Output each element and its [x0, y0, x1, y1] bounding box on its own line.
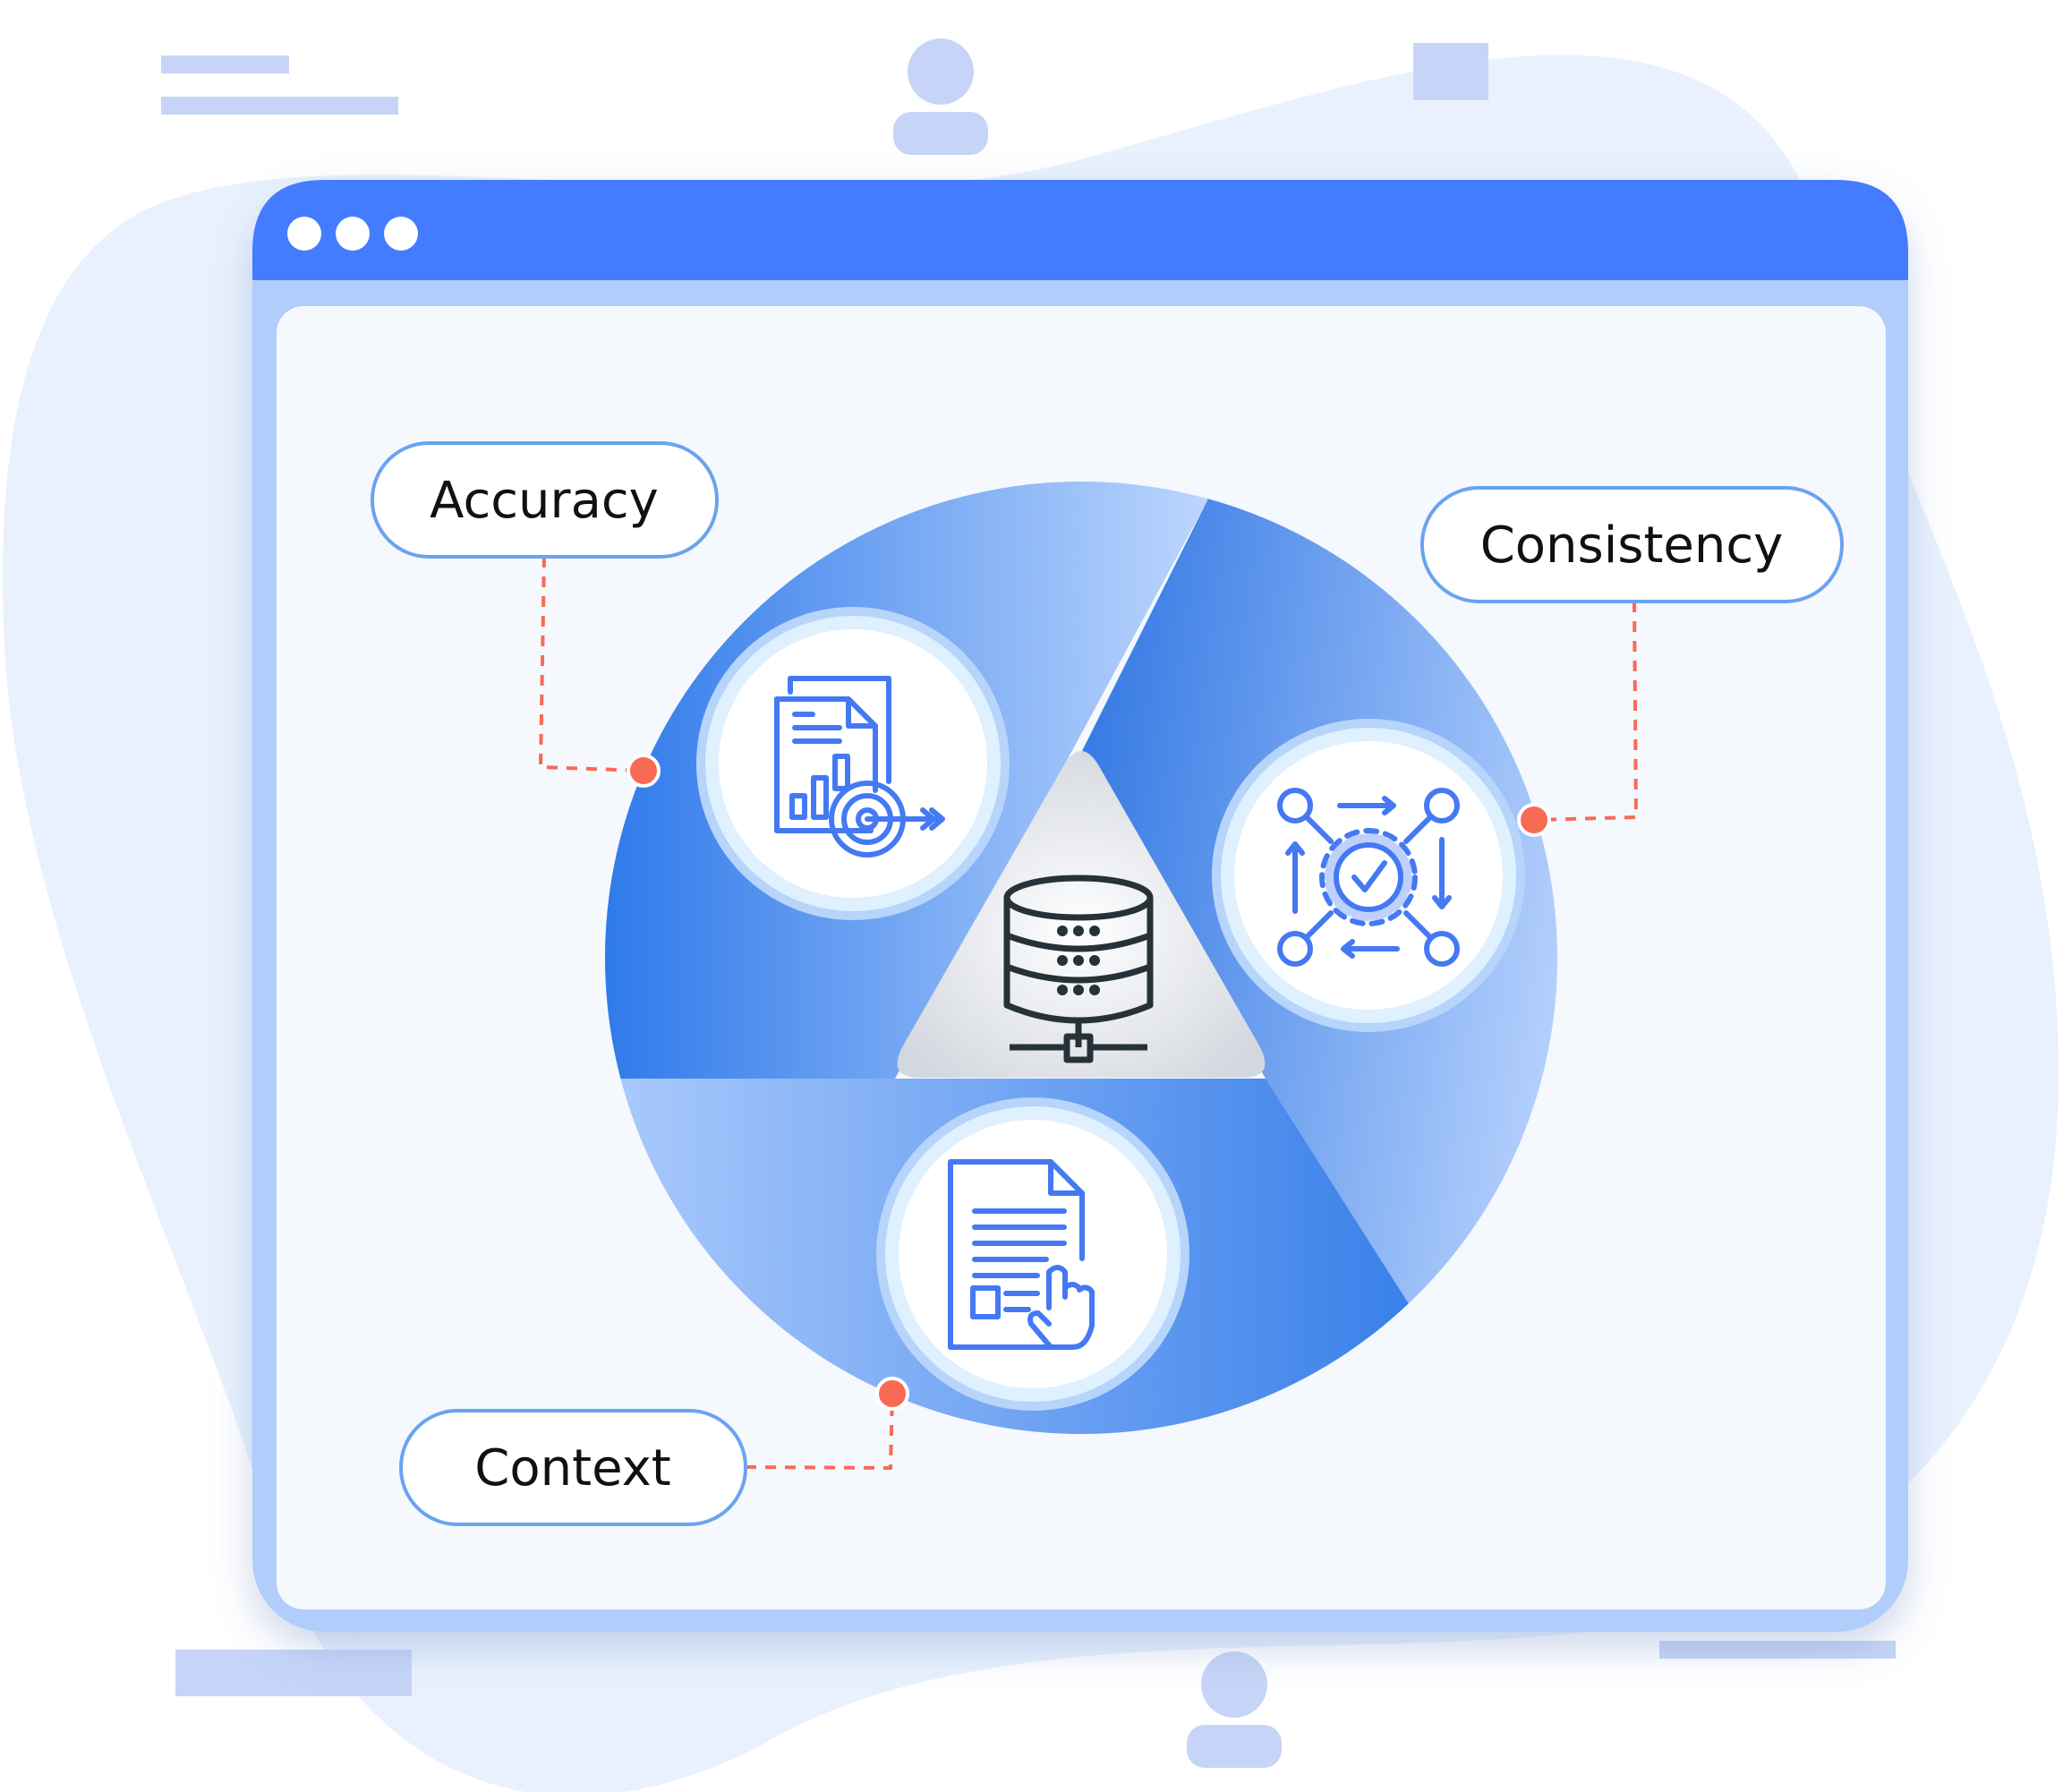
document-pointer-icon: [948, 1159, 1095, 1350]
context-icon-badge: [876, 1097, 1189, 1411]
decor-line: [1659, 1641, 1896, 1659]
label-consistency-text: Consistency: [1480, 516, 1784, 575]
accuracy-icon-badge: [696, 607, 1010, 920]
window-header: [252, 180, 1908, 280]
gear-check-network-icon: [1277, 788, 1460, 967]
decor-block: [175, 1650, 412, 1696]
connector-accuracy: [538, 556, 661, 788]
connector-consistency: [1517, 601, 1639, 837]
consistency-icon-badge: [1212, 719, 1525, 1032]
label-consistency: Consistency: [1420, 486, 1844, 603]
window-control-dot[interactable]: [287, 217, 321, 251]
window-controls[interactable]: [287, 217, 418, 251]
user-icon: [893, 38, 988, 155]
window-control-dot[interactable]: [336, 217, 370, 251]
decor-line: [161, 55, 289, 73]
label-accuracy-text: Accuracy: [430, 472, 659, 530]
report-target-icon: [774, 676, 945, 858]
database-server-icon: [1003, 875, 1154, 1063]
user-icon: [1187, 1651, 1282, 1768]
label-context: Context: [399, 1409, 747, 1526]
decor-square: [1413, 43, 1488, 100]
label-accuracy: Accuracy: [371, 441, 719, 559]
label-context-text: Context: [474, 1439, 670, 1498]
connector-context: [745, 1377, 909, 1471]
window-control-dot[interactable]: [384, 217, 418, 251]
decor-line: [161, 97, 398, 115]
